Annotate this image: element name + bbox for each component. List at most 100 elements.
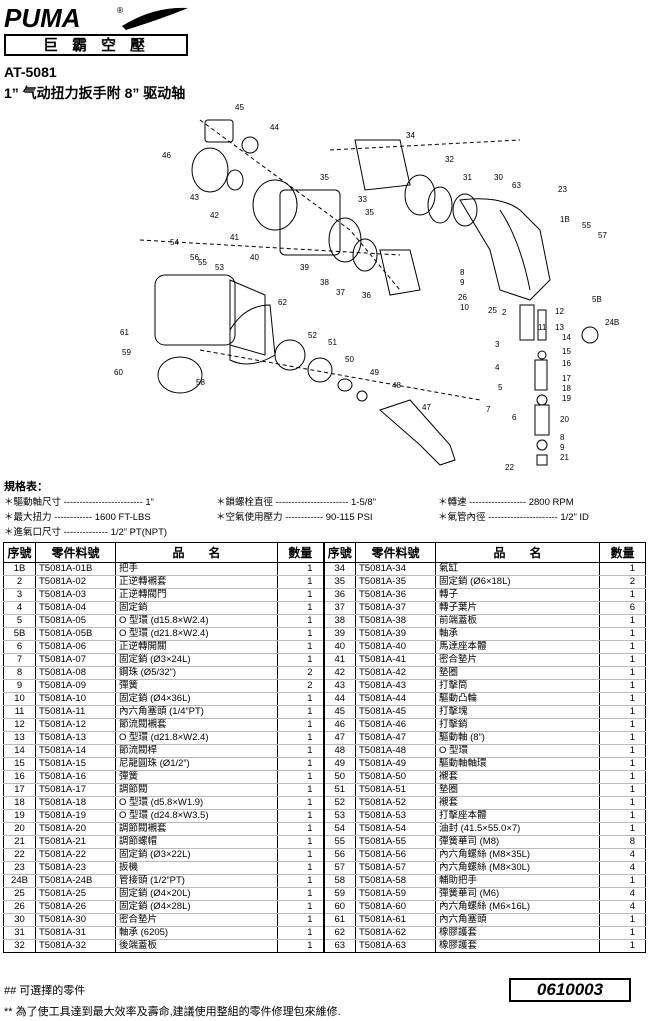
part-number-cell: T5081A-05 bbox=[35, 614, 116, 628]
part-qty-cell: 1 bbox=[277, 900, 324, 914]
part-name-cell: 固定銷 (Ø4×36L) bbox=[115, 692, 278, 706]
part-qty-cell: 1 bbox=[277, 913, 324, 927]
svg-text:35: 35 bbox=[320, 173, 329, 182]
part-number-cell: T5081A-03 bbox=[35, 588, 116, 602]
part-number-cell: T5081A-49 bbox=[355, 757, 436, 771]
part-name-cell: 內六角塞頭 bbox=[435, 913, 600, 927]
svg-text:56: 56 bbox=[190, 253, 199, 262]
part-name-cell: 打擊塊 bbox=[435, 705, 600, 719]
part-name-cell: 固定銷 (Ø3×24L) bbox=[115, 653, 278, 667]
part-qty-cell: 6 bbox=[599, 601, 646, 615]
header-qty: 數量 bbox=[277, 542, 324, 563]
part-no-cell: 15 bbox=[3, 757, 36, 771]
svg-text:42: 42 bbox=[210, 211, 219, 220]
part-number-cell: T5081A-41 bbox=[355, 653, 436, 667]
part-number-cell: T5081A-36 bbox=[355, 588, 436, 602]
part-qty-cell: 1 bbox=[277, 809, 324, 823]
part-number-cell: T5081A-25 bbox=[35, 887, 116, 901]
model-number: AT-5081 bbox=[4, 64, 57, 80]
part-qty-cell: 1 bbox=[277, 783, 324, 797]
part-name-cell: 打擊銷 bbox=[435, 718, 600, 732]
part-name-cell: 密合墊片 bbox=[435, 653, 600, 667]
part-no-cell: 18 bbox=[3, 796, 36, 810]
part-name-cell: 固定銷 (Ø3×22L) bbox=[115, 848, 278, 862]
part-no-cell: 57 bbox=[322, 861, 356, 875]
part-qty-cell: 1 bbox=[277, 731, 324, 745]
svg-text:26: 26 bbox=[458, 293, 467, 302]
part-number-cell: T5081A-01B bbox=[35, 562, 116, 576]
part-no-cell: 44 bbox=[322, 692, 356, 706]
part-qty-cell: 4 bbox=[599, 848, 646, 862]
part-qty-cell: 1 bbox=[277, 562, 324, 576]
part-number-cell: T5081A-52 bbox=[355, 796, 436, 810]
product-title: 1” 气动扭力扳手附 8” 驱动轴 bbox=[4, 85, 186, 101]
part-qty-cell: 1 bbox=[277, 835, 324, 849]
part-qty-cell: 1 bbox=[277, 640, 324, 654]
part-qty-cell: 1 bbox=[277, 653, 324, 667]
part-no-cell: 38 bbox=[322, 614, 356, 628]
part-no-cell: 42 bbox=[322, 666, 356, 680]
svg-text:30: 30 bbox=[494, 173, 503, 182]
part-number-cell: T5081A-42 bbox=[355, 666, 436, 680]
part-no-cell: 2 bbox=[3, 575, 36, 589]
svg-text:32: 32 bbox=[445, 155, 454, 164]
part-qty-cell: 1 bbox=[599, 588, 646, 602]
part-qty-cell: 1 bbox=[599, 653, 646, 667]
part-number-cell: T5081A-13 bbox=[35, 731, 116, 745]
part-name-cell: 內六角螺絲 (M8×35L) bbox=[435, 848, 600, 862]
part-number-cell: T5081A-48 bbox=[355, 744, 436, 758]
part-number-cell: T5081A-11 bbox=[35, 705, 116, 719]
svg-text:62: 62 bbox=[278, 298, 287, 307]
part-qty-cell: 1 bbox=[277, 939, 324, 953]
part-no-cell: 41 bbox=[322, 653, 356, 667]
part-no-cell: 10 bbox=[3, 692, 36, 706]
part-number-cell: T5081A-30 bbox=[35, 913, 116, 927]
part-name-cell: 軸承 bbox=[435, 627, 600, 641]
part-name-cell: 彈簧華司 (M6) bbox=[435, 887, 600, 901]
part-number-cell: T5081A-05B bbox=[35, 627, 116, 641]
part-qty-cell: 4 bbox=[599, 900, 646, 914]
part-qty-cell: 1 bbox=[277, 692, 324, 706]
part-number-cell: T5081A-50 bbox=[355, 770, 436, 784]
part-number-cell: T5081A-59 bbox=[355, 887, 436, 901]
svg-text:19: 19 bbox=[562, 394, 571, 403]
part-name-cell: 內六角螺絲 (M6×16L) bbox=[435, 900, 600, 914]
part-qty-cell: 1 bbox=[599, 822, 646, 836]
part-name-cell: 彈簧 bbox=[115, 770, 278, 784]
svg-text:13: 13 bbox=[555, 323, 564, 332]
svg-text:54: 54 bbox=[170, 238, 179, 247]
part-qty-cell: 1 bbox=[277, 874, 324, 888]
part-no-cell: 4 bbox=[3, 601, 36, 615]
part-name-cell: 前端蓋板 bbox=[435, 614, 600, 628]
svg-text:40: 40 bbox=[250, 253, 259, 262]
part-no-cell: 55 bbox=[322, 835, 356, 849]
part-name-cell: 驅動軸 (8”) bbox=[435, 731, 600, 745]
svg-text:31: 31 bbox=[463, 173, 472, 182]
svg-text:41: 41 bbox=[230, 233, 239, 242]
svg-text:55: 55 bbox=[582, 221, 591, 230]
part-qty-cell: 1 bbox=[277, 718, 324, 732]
part-no-cell: 31 bbox=[3, 926, 36, 940]
part-name-cell: 橡膠護套 bbox=[435, 926, 600, 940]
part-no-cell: 59 bbox=[322, 887, 356, 901]
part-name-cell: 把手 bbox=[115, 562, 278, 576]
part-qty-cell: 1 bbox=[599, 731, 646, 745]
part-no-cell: 12 bbox=[3, 718, 36, 732]
svg-text:33: 33 bbox=[358, 195, 367, 204]
part-no-cell: 3 bbox=[3, 588, 36, 602]
svg-text:6: 6 bbox=[512, 413, 517, 422]
part-number-cell: T5081A-23 bbox=[35, 861, 116, 875]
part-name-cell: O 型環 (d21.8×W2.4) bbox=[115, 731, 278, 745]
svg-text:5: 5 bbox=[498, 383, 503, 392]
part-name-cell: 氣缸 bbox=[435, 562, 600, 576]
part-qty-cell: 8 bbox=[599, 835, 646, 849]
part-qty-cell: 1 bbox=[277, 744, 324, 758]
part-no-cell: 45 bbox=[322, 705, 356, 719]
